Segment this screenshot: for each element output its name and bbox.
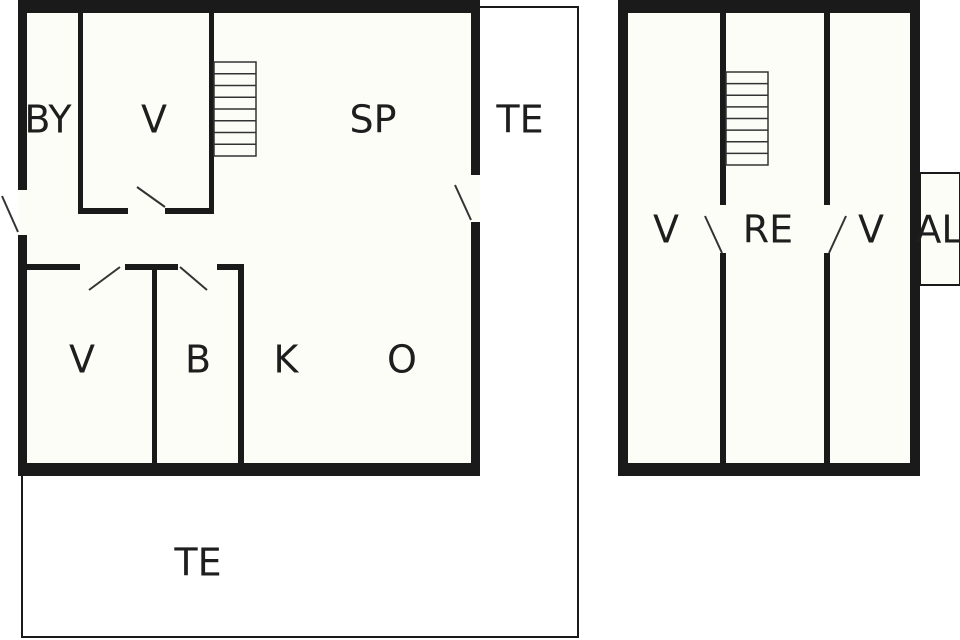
main-building-floor xyxy=(18,0,480,476)
room-label-v: V xyxy=(653,208,679,252)
door-swing xyxy=(88,266,121,291)
door-swing xyxy=(704,215,723,254)
room-label-by: BY xyxy=(24,98,72,142)
annex-walls xyxy=(618,0,920,476)
terrace-label: TE xyxy=(173,541,221,585)
door-swing xyxy=(136,186,166,208)
main-building-walls xyxy=(18,0,480,476)
room-label-re: RE xyxy=(743,208,793,252)
room-label-o: O xyxy=(387,338,417,382)
room-label-al: AL xyxy=(915,208,960,252)
annex-doors xyxy=(704,215,847,254)
room-label-b: B xyxy=(185,338,211,382)
room-label-v: V xyxy=(858,208,884,252)
staircase xyxy=(213,61,257,157)
room-label-k: K xyxy=(274,338,300,382)
door-swing xyxy=(1,195,19,233)
room-label-v: V xyxy=(69,338,95,382)
terrace-label: TE xyxy=(495,98,543,142)
staircase xyxy=(725,71,769,166)
door-swing xyxy=(828,215,847,254)
room-label-sp: SP xyxy=(349,98,396,142)
door-swing xyxy=(454,184,472,221)
doors xyxy=(1,184,472,291)
terrace-outline xyxy=(21,6,579,638)
room-label-v: V xyxy=(141,98,167,142)
annex-floor xyxy=(618,0,920,476)
door-swing xyxy=(179,266,208,291)
